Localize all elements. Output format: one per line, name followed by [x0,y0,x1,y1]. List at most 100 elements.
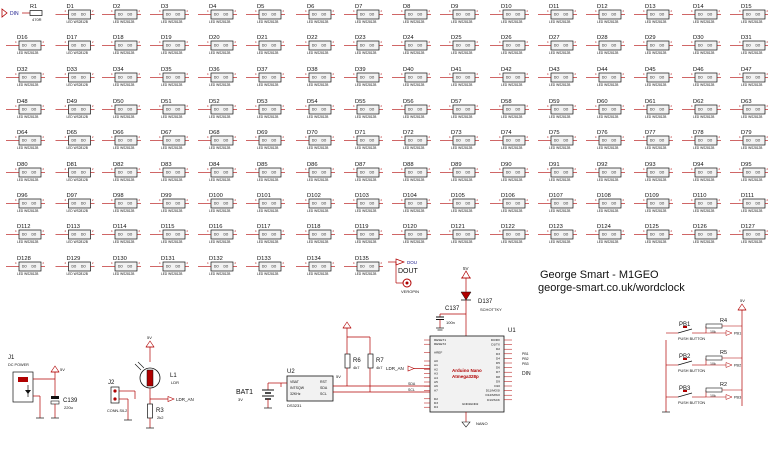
led-pin-do: DO [756,76,761,80]
led-pin-out: 2 [235,9,237,13]
led-ref: D110 [693,193,706,199]
led-pin-do: DO [564,108,569,112]
led-part: LED WS2812B [501,83,522,87]
led-pin-out: 2 [283,229,285,233]
led-pin-out: 2 [671,72,673,76]
led-ref: D126 [693,224,707,230]
led-pin-do: DO [466,233,471,237]
led-pin-do: DO [81,265,86,269]
led-ref: D42 [501,67,512,73]
led-pin-do: DO [322,76,327,80]
led-ref: D74 [501,130,512,136]
led-ref: D119 [355,224,368,230]
led-part: LED WS2812B [257,178,278,182]
led-pin-do: DO [516,171,521,175]
u1-left-pin: D4 [434,405,438,409]
led-part: LED WS2812B [549,51,570,55]
led-part: LED WS2812B [161,240,182,244]
led-pin-do: DO [698,202,703,206]
led-part: LED WS2812B [645,115,666,119]
led-ref: D124 [597,224,612,230]
led-part: LED WS2812B [693,115,714,119]
led-pin-do: DO [456,108,461,112]
led-pin-do: DO [81,233,86,237]
led-ref: D27 [549,35,560,41]
led-part: LED WS2812B [451,178,472,182]
button-res-ref: R4 [720,318,727,324]
led-pin-out: 2 [283,40,285,44]
led-ref: D83 [161,162,172,168]
led-pin-do: DO [554,44,559,48]
led-pin-do: DO [602,76,607,80]
led-pin-out: 2 [139,135,141,139]
led-pin-do: DO [456,139,461,143]
led-pin-do: DO [456,76,461,80]
led-ref: D113 [67,224,80,230]
j1-value: DC POWER [8,363,29,367]
led-pin-do: DO [456,171,461,175]
led-pin-do: DO [81,171,86,175]
led-pin-do: DO [602,13,607,17]
led-part: LED WS2812B [645,240,666,244]
led-pin-do: DO [506,139,511,143]
led-part: LED WS2812B [451,20,472,24]
led-pin-do: DO [708,108,713,112]
led-pin-out: 2 [575,229,577,233]
led-pin-do: DO [128,233,133,237]
led-pin-do: DO [128,265,133,269]
led-part: LED WS2812B [741,209,762,213]
led-pin-do: DO [322,13,327,17]
led-pin-out: 2 [92,198,94,202]
led-part: LED WS2812B [161,51,182,55]
led-pin-out: 2 [429,198,431,202]
button-res-value: 10k [710,330,716,334]
led-pin-out: 2 [719,229,721,233]
led-pin-do: DO [506,13,511,17]
u1-right-pin: D8 [496,375,500,379]
led-ref: D117 [257,224,270,230]
led-pin-do: DO [176,139,181,143]
led-part: LED WS2812B [17,209,38,213]
led-pin-do: DO [128,44,133,48]
led-ref: D95 [741,162,752,168]
led-pin-do: DO [118,233,123,237]
led-pin-do: DO [72,139,77,143]
led-part: LED WS2812B [67,115,88,119]
led-part: LED WS2812B [307,272,328,276]
led-pin-out: 2 [381,261,383,265]
buttons-rail: 5V [740,298,745,303]
led-ref: D11 [549,4,559,10]
led-pin-do: DO [746,171,751,175]
led-pin-do: DO [22,171,27,175]
led-pin-do: DO [516,233,521,237]
led-pin-do: DO [272,13,277,17]
led-part: LED WS2812B [549,20,570,24]
led-ref: D46 [693,67,704,73]
dou-port-label: DOU [407,260,417,265]
led-part: LED WS2812B [693,240,714,244]
ldr-net-arrow-icon [408,366,414,371]
button-res-value: 10k [710,394,716,398]
led-part: LED WS2812B [67,240,88,244]
led-part: LED WS2812B [645,20,666,24]
led-ref: D75 [549,130,560,136]
led-pin-do: DO [564,13,569,17]
